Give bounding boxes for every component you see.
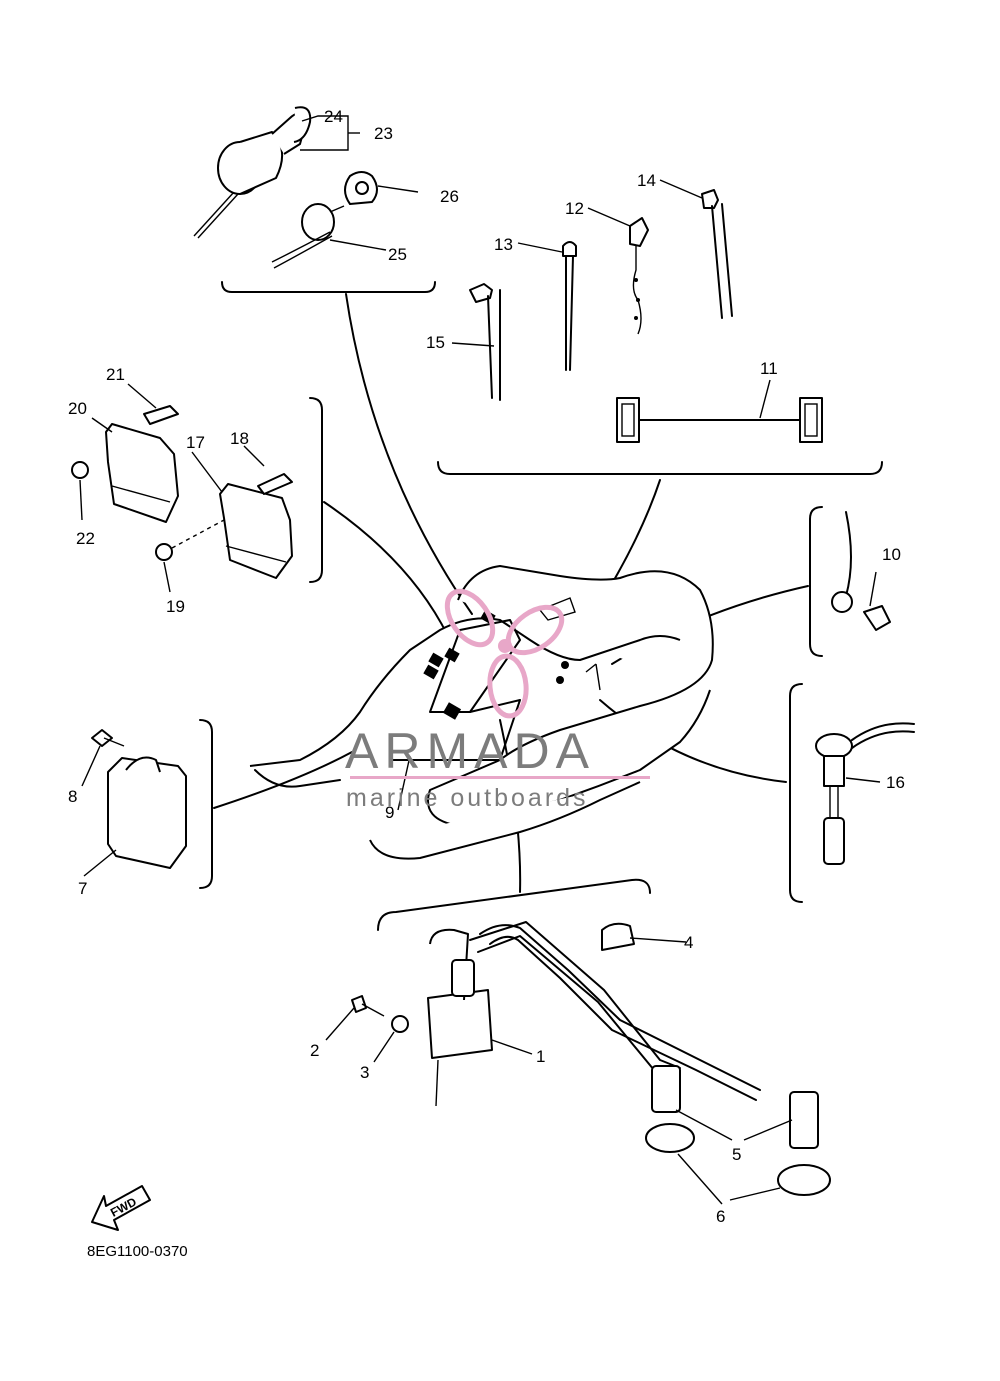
callout-11: 11 — [760, 359, 778, 378]
bracket-ignition-switch — [221, 281, 436, 293]
group-brackets — [199, 281, 883, 931]
callout-2: 2 — [310, 1041, 319, 1060]
diagram-code: 8EG1100-0370 — [87, 1243, 188, 1260]
callout-5: 5 — [732, 1145, 741, 1164]
callout-22: 22 — [76, 529, 95, 548]
bracket-sensor — [789, 683, 803, 903]
callout-13: 13 — [494, 235, 513, 254]
watermark: ARMADA marine outboards — [345, 588, 650, 812]
watermark-brand: ARMADA — [345, 723, 595, 779]
watermark-tagline: marine outboards — [346, 784, 589, 812]
sensor-group — [815, 722, 915, 865]
watermark-rule — [350, 776, 650, 779]
callout-1: 1 — [536, 1047, 545, 1066]
bracket-rectifier — [199, 719, 213, 889]
callout-21: 21 — [106, 365, 125, 384]
ground-lead-group — [831, 511, 891, 631]
rectifier-group — [91, 729, 187, 869]
callout-14: 14 — [637, 171, 656, 190]
bracket-ignition-coil — [377, 878, 651, 931]
cable-group — [469, 189, 823, 443]
callout-numbers: 1 2 3 4 5 6 7 8 9 10 11 12 13 14 15 16 1… — [68, 107, 905, 1226]
bracket-ground-lead — [809, 506, 823, 657]
callout-19: 19 — [166, 597, 185, 616]
callout-12: 12 — [565, 199, 584, 218]
callout-leaders — [79, 115, 881, 1205]
callout-10: 10 — [882, 545, 901, 564]
callout-26: 26 — [440, 187, 459, 206]
callout-18: 18 — [230, 429, 249, 448]
callout-4: 4 — [684, 933, 693, 952]
bracket-controllers — [309, 397, 323, 583]
callout-16: 16 — [886, 773, 905, 792]
callout-8: 8 — [68, 787, 77, 806]
callout-15: 15 — [426, 333, 445, 352]
callout-6: 6 — [716, 1207, 725, 1226]
ignition-coil-group — [351, 921, 831, 1196]
engine-block — [249, 565, 714, 860]
callout-9: 9 — [385, 803, 394, 822]
callout-23: 23 — [374, 124, 393, 143]
fwd-arrow: FWD — [91, 1185, 151, 1231]
callout-3: 3 — [360, 1063, 369, 1082]
callout-20: 20 — [68, 399, 87, 418]
propeller-logo — [444, 588, 565, 719]
callout-25: 25 — [388, 245, 407, 264]
callout-7: 7 — [78, 879, 87, 898]
callout-24: 24 — [324, 107, 343, 126]
bracket-cables — [437, 461, 883, 475]
ignition-switch-group — [193, 106, 378, 269]
callout-17: 17 — [186, 433, 205, 452]
controller-group — [71, 405, 293, 579]
